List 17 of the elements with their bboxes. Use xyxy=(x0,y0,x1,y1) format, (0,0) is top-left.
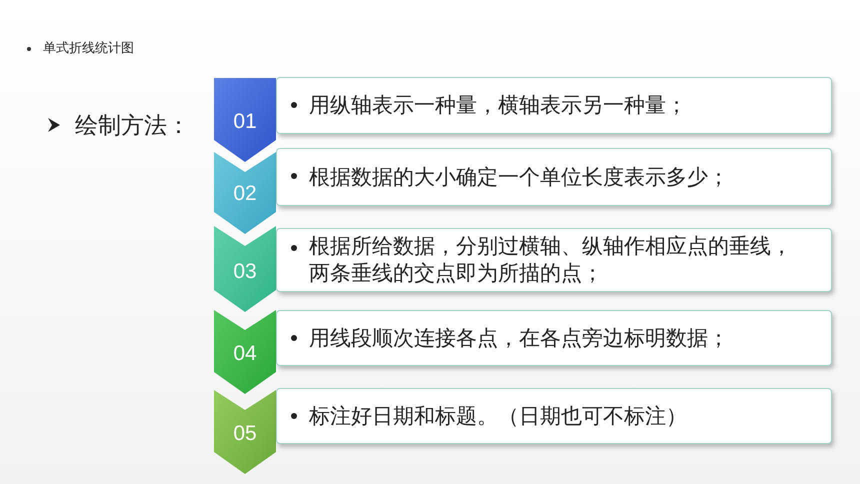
step-number: 02 xyxy=(232,182,258,206)
step-text: 用纵轴表示一种量，横轴表示另一种量； xyxy=(309,92,688,119)
step-card xyxy=(276,77,832,134)
step-card xyxy=(276,310,832,366)
step-card xyxy=(276,228,832,292)
section-label: 绘制方法： xyxy=(75,112,190,141)
step-text: 用线段顺次连接各点，在各点旁边标明数据； xyxy=(309,324,730,352)
step-number: 01 xyxy=(232,110,258,134)
step-number: 04 xyxy=(232,342,258,366)
step-number: 05 xyxy=(232,422,258,446)
step-text: 根据所给数据，分别过横轴、纵轴作相应点的垂线，两条垂线的交点即为所描的点； xyxy=(309,233,793,287)
step-text: 根据数据的大小确定一个单位长度表示多少； xyxy=(309,164,730,190)
step-card xyxy=(276,388,832,444)
heading: 单式折线统计图 xyxy=(43,40,134,57)
step-card xyxy=(276,148,832,206)
step-number: 03 xyxy=(232,260,258,284)
step-text: 标注好日期和标题。（日期也可不标注） xyxy=(309,402,688,430)
